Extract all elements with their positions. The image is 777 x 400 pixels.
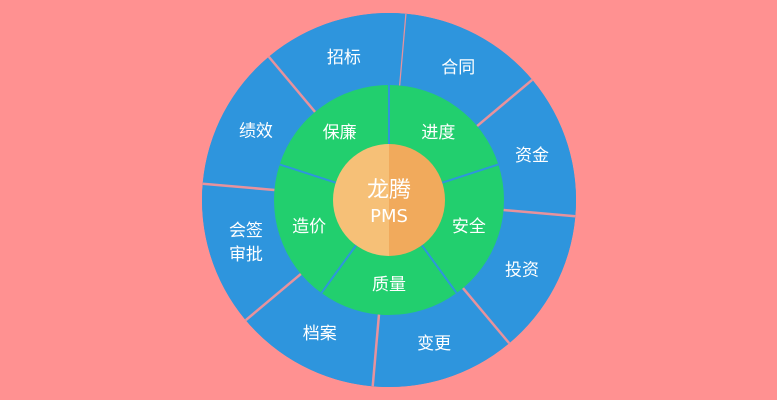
outer-segment-label: 资金 xyxy=(515,146,549,166)
center-hub-right-half xyxy=(389,144,445,256)
outer-divider xyxy=(371,314,381,387)
inner-segment[interactable]: 质量 xyxy=(321,200,457,315)
inner-segment-label: 保廉 xyxy=(323,123,357,143)
inner-divider xyxy=(320,244,357,294)
inner-segment-label: 质量 xyxy=(372,275,406,295)
inner-divider xyxy=(441,163,499,184)
outer-divider xyxy=(397,13,407,86)
inner-segment-label: 造价 xyxy=(292,217,326,237)
center-hub: 龙腾 PMS xyxy=(333,144,445,256)
outer-segment-label: 招标 xyxy=(327,48,361,68)
outer-divider xyxy=(202,182,275,192)
outer-divider xyxy=(461,287,511,345)
inner-divider xyxy=(421,244,458,294)
inner-segment-label: 进度 xyxy=(421,123,455,143)
center-title: 龙腾 xyxy=(367,178,411,203)
inner-segment-label: 安全 xyxy=(452,217,486,237)
inner-segment-shape[interactable] xyxy=(321,200,457,315)
outer-divider xyxy=(503,208,576,218)
center-hub-left-half xyxy=(333,144,389,256)
outer-divider xyxy=(267,55,317,113)
inner-divider xyxy=(279,163,337,184)
outer-segment-label: 投资 xyxy=(505,260,539,280)
outer-segment-label: 档案 xyxy=(303,324,337,344)
outer-segment-label: 绩效 xyxy=(239,122,273,142)
outer-segment-label: 变更 xyxy=(417,334,451,354)
outer-divider xyxy=(476,78,534,128)
outer-divider xyxy=(244,272,302,322)
outer-segment-label: 合同 xyxy=(441,58,475,78)
outer-segment-label: 会签审批 xyxy=(228,221,263,266)
center-subtitle: PMS xyxy=(370,206,408,227)
outer-segment-label-box: 会签审批 xyxy=(228,221,263,266)
